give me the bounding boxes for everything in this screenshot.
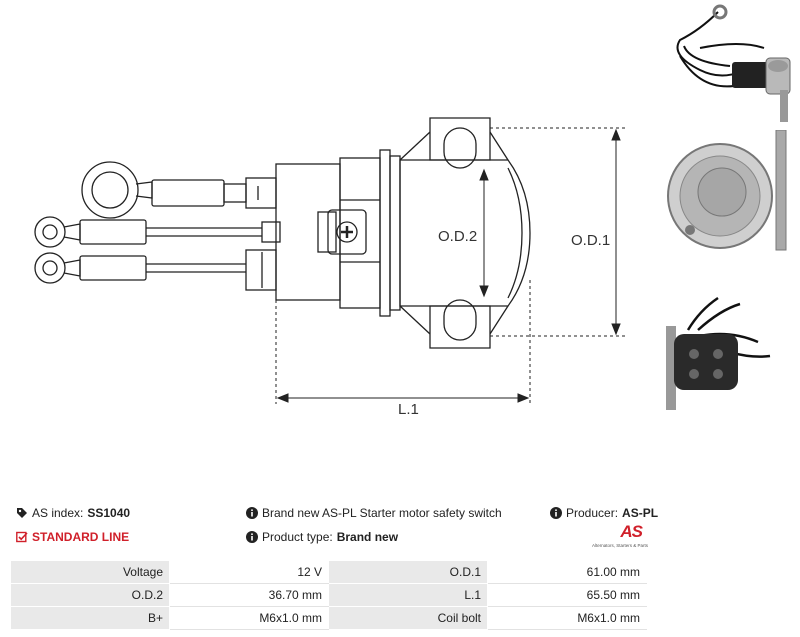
product-description: Brand new AS-PL Starter motor safety swi… <box>246 506 502 520</box>
spec-value: M6x1.0 mm <box>487 606 647 630</box>
product-type-value: Brand new <box>336 530 399 544</box>
as-index-label: AS index: <box>32 506 84 520</box>
product-type: Product type: Brand new <box>246 530 398 544</box>
standard-line: STANDARD LINE <box>16 530 129 544</box>
producer: Producer: AS-PL <box>550 506 658 520</box>
description-text: Brand new AS-PL Starter motor safety swi… <box>262 506 502 520</box>
logo-mark: AS <box>620 522 643 541</box>
l1-dimension-label: L.1 <box>398 401 419 418</box>
checkbox-icon <box>16 531 28 543</box>
as-index: AS index: SS1040 <box>16 506 130 520</box>
info-icon <box>550 507 562 519</box>
technical-drawing: O.D.1 O.D.2 L.1 <box>34 117 626 418</box>
as-pl-logo: AS Alternators, Starters & Parts <box>584 522 648 552</box>
spec-label: Coil bolt <box>328 606 488 630</box>
info-icon <box>246 507 258 519</box>
od1-dimension-label: O.D.1 <box>571 232 610 249</box>
standard-line-label: STANDARD LINE <box>32 530 130 544</box>
spec-value: 61.00 mm <box>487 560 647 584</box>
logo-tagline: Alternators, Starters & Parts <box>591 543 648 548</box>
spec-value: 65.50 mm <box>487 583 647 607</box>
product-photo-back <box>666 296 771 410</box>
info-icon <box>246 531 258 543</box>
producer-value: AS-PL <box>622 506 659 520</box>
od2-dimension-label: O.D.2 <box>438 228 477 245</box>
spec-value: 36.70 mm <box>169 583 329 607</box>
tag-icon <box>17 508 27 518</box>
spec-label: Voltage <box>10 560 170 584</box>
product-photo-wires <box>676 4 791 122</box>
spec-label: O.D.1 <box>328 560 488 584</box>
product-type-label: Product type: <box>262 530 333 544</box>
spec-label: O.D.2 <box>10 583 170 607</box>
spec-value: 12 V <box>169 560 329 584</box>
spec-label: L.1 <box>328 583 488 607</box>
as-index-value: SS1040 <box>87 506 131 520</box>
producer-label: Producer: <box>566 506 619 520</box>
product-photo-front <box>667 130 787 251</box>
spec-label: B+ <box>10 606 170 630</box>
spec-value: M6x1.0 mm <box>169 606 329 630</box>
